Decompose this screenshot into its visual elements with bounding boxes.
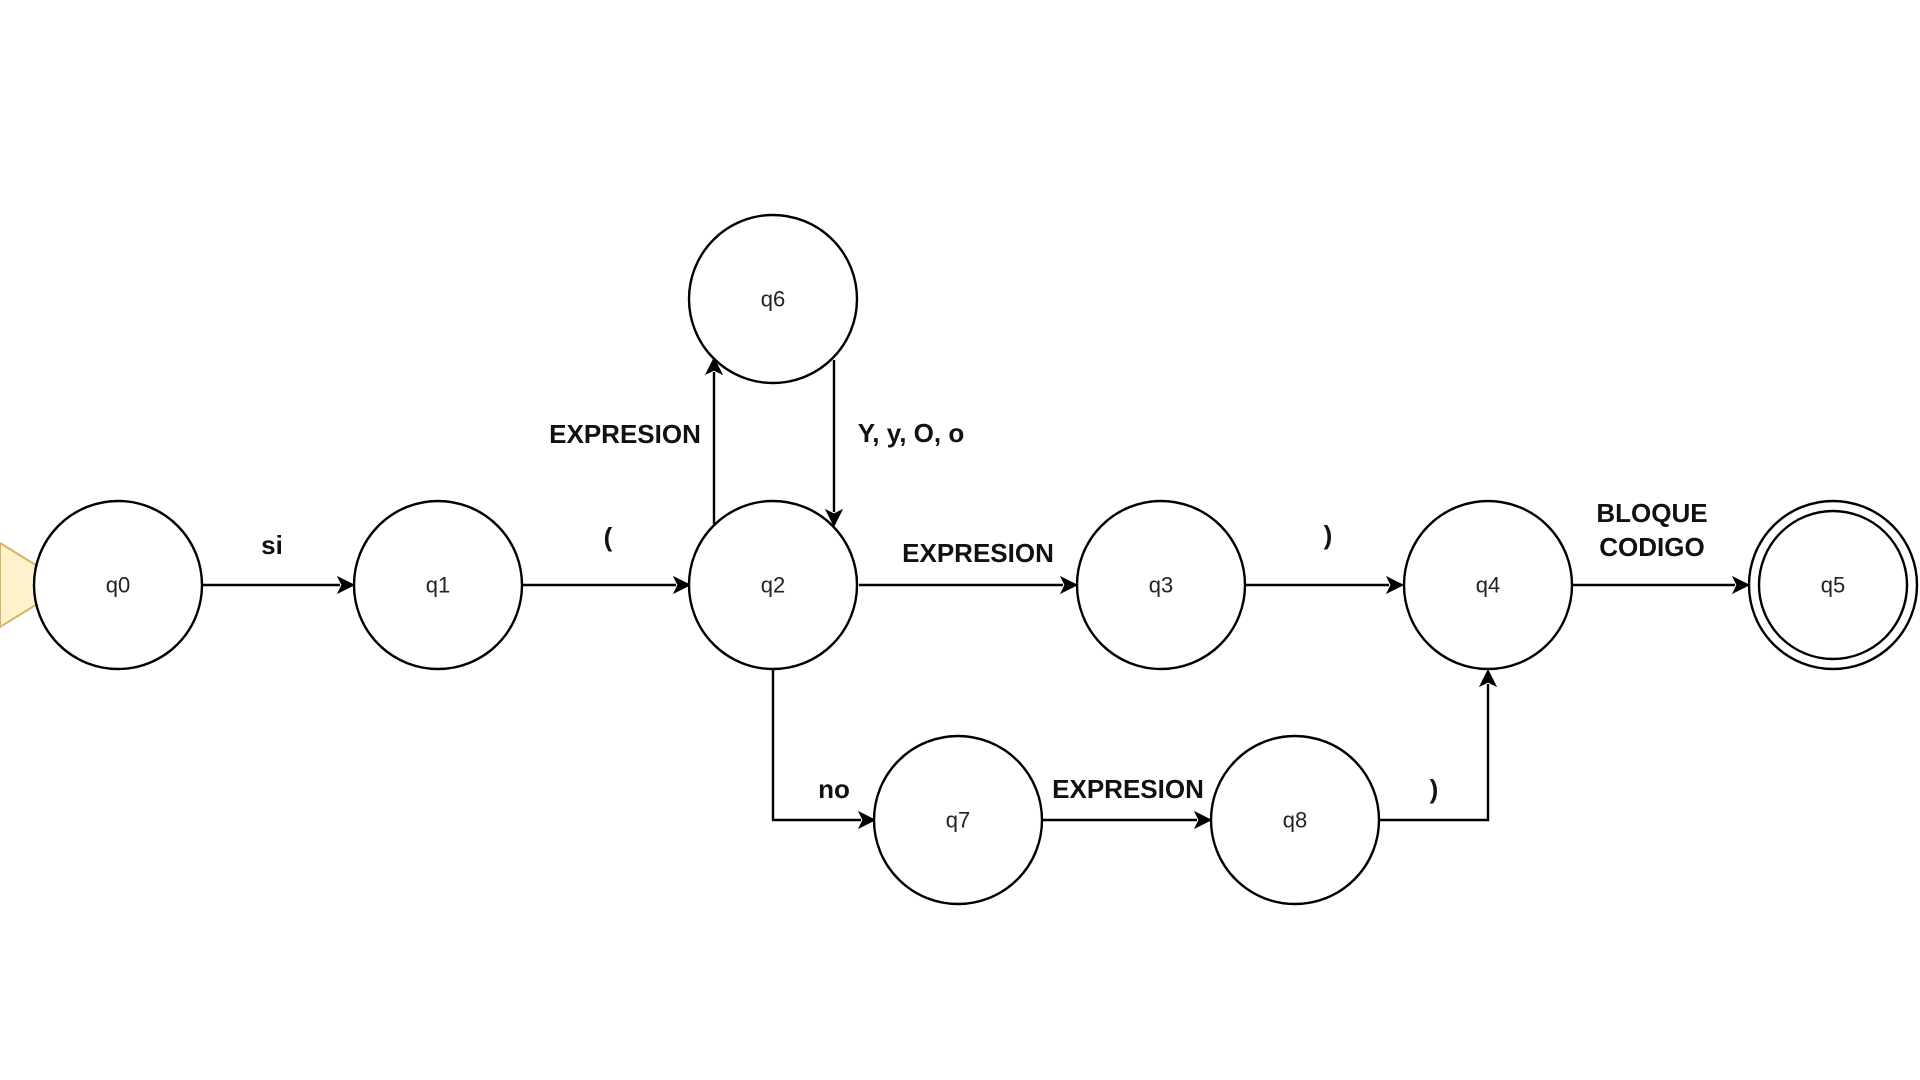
state-q1: q1: [352, 499, 524, 671]
state-q7: q7: [872, 734, 1044, 906]
state-label-q5: q5: [1821, 573, 1845, 598]
transition-q6-q2: [824, 360, 844, 528]
arrow-head-q3-q4: [1385, 575, 1405, 595]
state-q3: q3: [1075, 499, 1247, 671]
transition-q3-q4: [1246, 575, 1405, 595]
transition-q0-q1: [202, 575, 356, 595]
transition-label-q2-q3: EXPRESION: [902, 538, 1054, 568]
arrow-head-q8-q4: [1478, 668, 1498, 688]
state-q2: q2: [687, 499, 859, 671]
transition-q1-q2: [522, 575, 692, 595]
arrow-head-q0-q1: [336, 575, 356, 595]
arrow-head-q4-q5: [1731, 575, 1751, 595]
state-q6: q6: [687, 213, 859, 385]
state-q4: q4: [1402, 499, 1574, 671]
transition-q2-q6: [704, 356, 724, 524]
state-label-q2: q2: [761, 573, 785, 598]
state-q0: q0: [32, 499, 204, 671]
transition-label-q7-q8: EXPRESION: [1052, 774, 1204, 804]
state-label-q1: q1: [426, 573, 450, 598]
transition-q2-q7: [771, 669, 877, 830]
transition-label-q1-q2: (: [604, 522, 613, 552]
arrow-head-q2-q7: [857, 810, 877, 830]
transition-q8-q4: [1380, 668, 1498, 822]
state-label-q4: q4: [1476, 573, 1500, 598]
state-label-q8: q8: [1283, 808, 1307, 833]
arrow-head-q2-q3: [1059, 575, 1079, 595]
state-label-q6: q6: [761, 287, 785, 312]
transition-q2-q3: [859, 575, 1079, 595]
arrow-head-q6-q2: [824, 508, 844, 528]
arrow-head-q2-q6: [704, 356, 724, 376]
state-q8: q8: [1209, 734, 1381, 906]
state-q5-accepting: q5: [1747, 499, 1919, 671]
arrow-head-q7-q8: [1193, 810, 1213, 830]
transition-label-q4-q5-line-1: BLOQUE: [1596, 498, 1707, 528]
transition-label-q3-q4: ): [1324, 520, 1333, 550]
state-label-q0: q0: [106, 573, 130, 598]
transition-label-q0-q1: si: [261, 530, 283, 560]
transition-label-q2-q6: EXPRESION: [549, 419, 701, 449]
transition-q4-q5: [1573, 575, 1751, 595]
transition-label-q8-q4: ): [1430, 774, 1439, 804]
accepting-inner-ring: [1757, 509, 1909, 661]
transition-label-q2-q7: no: [818, 774, 850, 804]
transition-label-q6-q2: Y, y, O, o: [858, 418, 964, 448]
transition-label-q4-q5-line-2: CODIGO: [1599, 532, 1704, 562]
arrow-head-q1-q2: [672, 575, 692, 595]
state-label-q3: q3: [1149, 573, 1173, 598]
transition-q7-q8: [1043, 810, 1213, 830]
state-label-q7: q7: [946, 808, 970, 833]
